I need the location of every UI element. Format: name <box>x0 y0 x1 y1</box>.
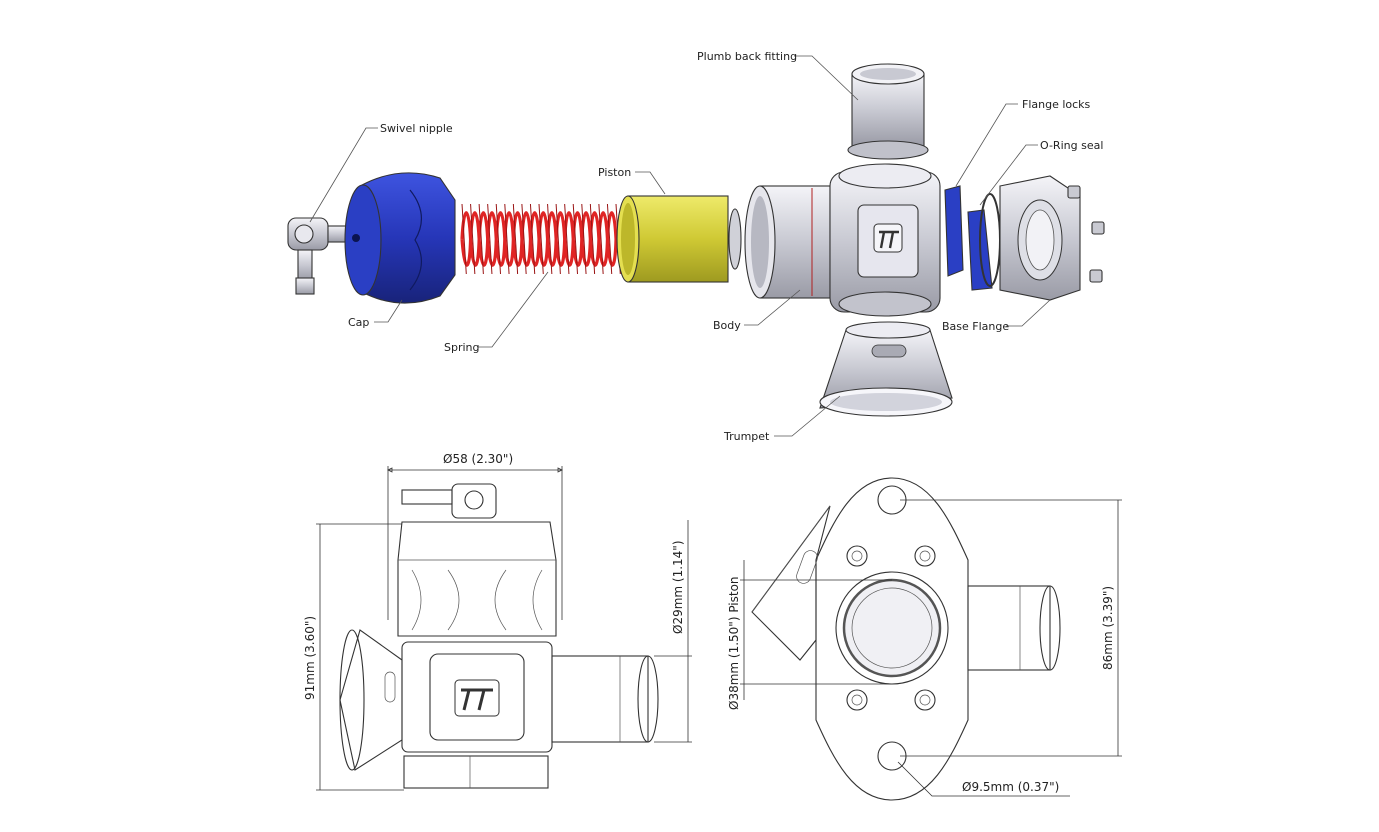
spring-label: Spring <box>444 341 480 354</box>
spring-coil-shade <box>487 203 493 275</box>
spring-coil-shade <box>555 203 561 275</box>
cap-label: Cap <box>348 316 369 329</box>
plumb-back-fitting-label: Plumb back fitting <box>697 50 797 63</box>
spring-coil-shade <box>478 203 484 275</box>
bottom-view-drawing <box>751 477 1061 801</box>
trumpet-label: Trumpet <box>723 430 770 443</box>
outlet-diameter-label: Ø29mm (1.14") <box>671 540 685 634</box>
piston-part <box>616 195 742 283</box>
spring-coil-shade <box>547 203 553 275</box>
flange-length-label: 86mm (3.39") <box>1101 586 1115 670</box>
spring-coil-shade <box>564 203 570 275</box>
spring-coil-shade <box>512 203 519 275</box>
piston-diameter-label: Ø38mm (1.50") Piston <box>727 576 741 710</box>
spring-coil-shade <box>521 203 527 275</box>
width-dimension-label: Ø58 (2.30") <box>443 452 513 466</box>
swivel-nipple-label: Swivel nipple <box>380 122 453 135</box>
spring-coil-shade <box>589 203 596 275</box>
spring-coil-shade <box>572 203 578 275</box>
spring-coil-shade <box>598 203 604 275</box>
spring-coil-shade <box>538 203 544 275</box>
body-part <box>744 163 941 317</box>
bolt-hole-label: Ø9.5mm (0.37") <box>962 780 1059 794</box>
base-flange-part <box>999 175 1105 301</box>
tial-logo-icon <box>873 223 903 253</box>
spring-coils <box>460 211 618 267</box>
leader-lines <box>309 55 1051 437</box>
spring-coil-shade <box>581 203 587 275</box>
o-ring-seal-label: O-Ring seal <box>1040 139 1103 152</box>
spring-coil-shade <box>529 203 536 275</box>
spring-coil-shade <box>461 203 467 275</box>
height-dimension-label: 91mm (3.60") <box>303 616 317 700</box>
side-view-drawing <box>339 483 659 789</box>
trumpet-part <box>819 321 953 417</box>
base-flange-label: Base Flange <box>942 320 1009 333</box>
flange-locks-label: Flange locks <box>1022 98 1091 111</box>
plumb-back-fitting-part <box>847 63 929 160</box>
spring-coil-shade <box>504 203 510 275</box>
body-label: Body <box>713 319 741 332</box>
spring-coil-shade <box>606 203 613 275</box>
spring-coil-shade <box>495 203 501 275</box>
cap-part <box>344 172 456 304</box>
bottom-view-dimensions <box>740 499 1122 797</box>
piston-label: Piston <box>598 166 631 179</box>
spring-part <box>460 203 621 275</box>
side-view-dimensions <box>316 466 692 791</box>
swivel-nipple-part <box>287 217 347 295</box>
tial-logo-icon <box>454 679 500 717</box>
spring-coil-shade <box>470 203 476 275</box>
bolt-heads <box>846 545 936 711</box>
